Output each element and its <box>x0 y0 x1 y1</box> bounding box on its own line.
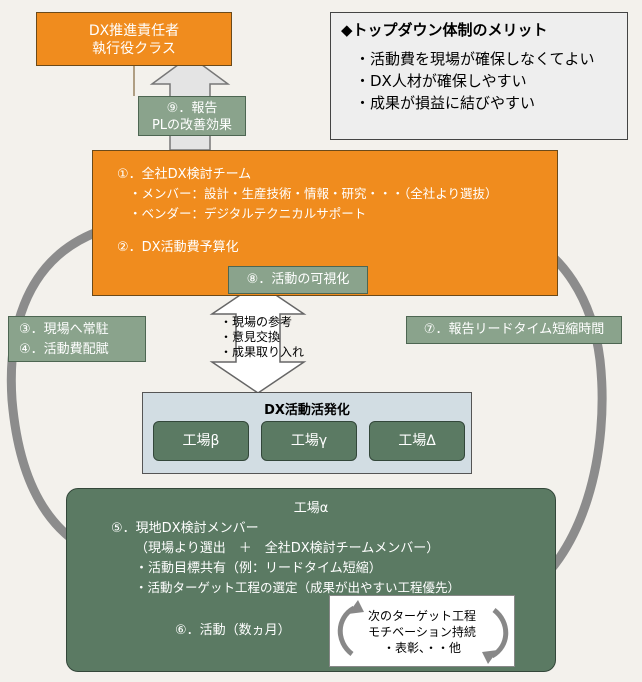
merits-item-1: ・活動費を現場が確保しなくてよい <box>355 50 595 68</box>
factory-delta-label: 工場Δ <box>398 433 436 449</box>
active-box: DX活動活発化 工場β 工場γ 工場Δ <box>142 392 472 474</box>
left-label-box: ③．現場へ常駐 ④．活動費配賦 <box>8 316 146 362</box>
left-curved-arrow <box>6 227 99 550</box>
factory-gamma: 工場γ <box>261 421 357 461</box>
team-member: ・メンバー：設計・生産技術・情報・研究・・・（全社より選抜） <box>129 186 498 201</box>
alpha-line1: ⑤．現地DX検討メンバー <box>111 521 259 536</box>
cycle-box: 次のターゲット工程 モチベーション持続 ・表彰、・・他 <box>329 595 515 667</box>
executive-box: DX推進責任者 執行役クラス <box>36 12 232 66</box>
exchange-item-3: ・成果取り入れ <box>220 345 305 359</box>
factory-gamma-label: 工場γ <box>290 433 328 449</box>
cycle-line1: 次のターゲット工程 <box>367 609 476 623</box>
alpha-activity: ⑥．活動（数ヵ月） <box>175 623 291 638</box>
active-title: DX活動活発化 <box>264 403 350 418</box>
team-title: ①．全社DX検討チーム <box>117 167 252 182</box>
factory-delta: 工場Δ <box>369 421 465 461</box>
right-curved-arrow <box>512 235 607 604</box>
left-label-line1: ③．現場へ常駐 <box>19 322 109 337</box>
right-label-text: ⑦．報告リードタイム短縮時間 <box>423 322 605 337</box>
exchange-text: ・現場の参考 ・意見交換 ・成果取り入れ <box>220 315 305 360</box>
left-label-line2: ④．活動費配賦 <box>19 342 109 357</box>
alpha-line3: ・活動目標共有（例：リードタイム短縮） <box>135 561 382 576</box>
report-line1: ⑨．報告 <box>166 101 218 116</box>
team-vendor: ・ベンダー：デジタルテクニカルサポート <box>129 206 367 221</box>
factory-alpha-box: 工場α ⑤．現地DX検討メンバー （現場より選出 ＋ 全社DX検討チームメンバー… <box>66 488 556 672</box>
visualize-label: ⑧．活動の可視化 <box>246 272 350 287</box>
merits-title: ◆トップダウン体制のメリット <box>341 21 548 39</box>
alpha-line2: （現場より選出 ＋ 全社DX検討チームメンバー） <box>135 541 440 556</box>
exchange-item-2: ・意見交換 <box>220 330 281 344</box>
cycle-line2: モチベーション持続 <box>368 625 476 639</box>
cycle-arrows <box>337 600 509 664</box>
merits-box: ◆トップダウン体制のメリット ・活動費を現場が確保しなくてよい ・DX人材が確保… <box>330 12 628 140</box>
merits-item-2: ・DX人材が確保しやすい <box>355 72 527 90</box>
executive-line1: DX推進責任者 <box>88 23 180 39</box>
alpha-title: 工場α <box>293 501 329 516</box>
report-line2: PLの改善効果 <box>151 118 233 133</box>
cycle-line3: ・表彰、・・他 <box>382 641 461 655</box>
alpha-line4: ・活動ターゲット工程の選定（成果が出やすい工程優先） <box>135 580 461 595</box>
team-budget: ②．DX活動費予算化 <box>117 240 239 255</box>
report-box: ⑨．報告 PLの改善効果 <box>138 96 246 136</box>
executive-line2: 執行役クラス <box>92 41 176 57</box>
factory-beta: 工場β <box>153 421 249 461</box>
factory-beta-label: 工場β <box>182 433 220 449</box>
merits-item-3: ・成果が損益に結びやすい <box>355 94 536 112</box>
exchange-item-1: ・現場の参考 <box>220 315 293 329</box>
visualize-box: ⑧．活動の可視化 <box>228 266 368 294</box>
right-label-box: ⑦．報告リードタイム短縮時間 <box>406 316 622 344</box>
